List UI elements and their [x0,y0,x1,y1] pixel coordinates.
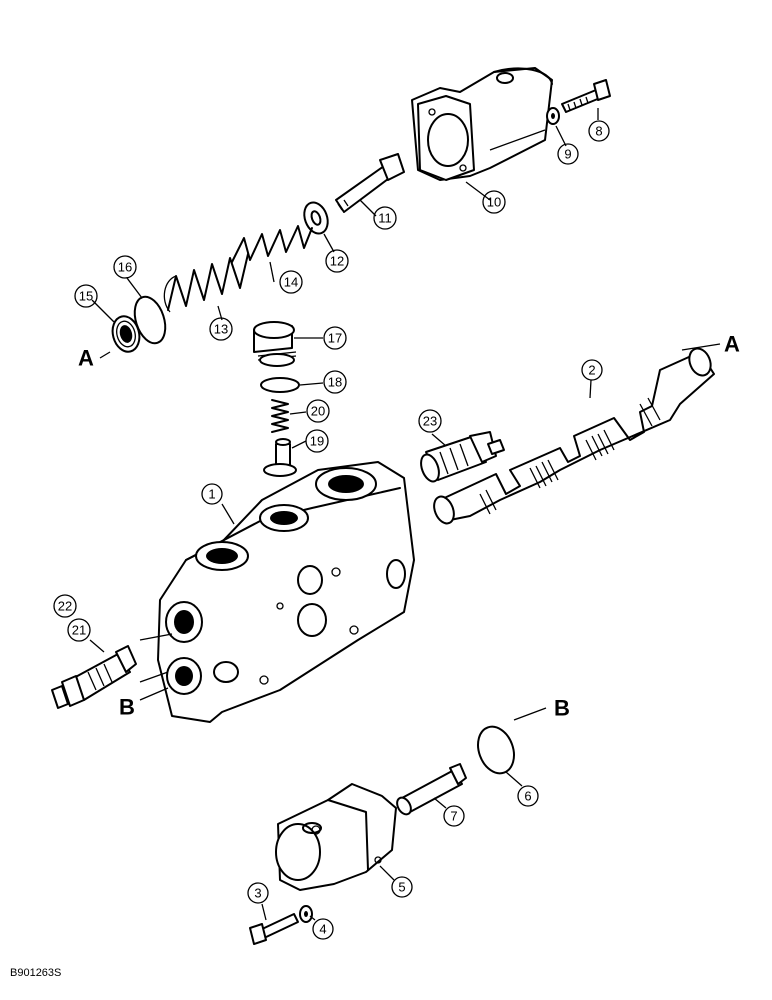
callout-label: 3 [254,886,261,901]
reference-b-right: B [554,696,570,721]
leader-lines [89,108,721,921]
callout-label: 4 [319,922,326,937]
callout-11: 11 [373,206,397,230]
figure-id: B901263S [10,967,61,979]
callout-label: 18 [328,375,342,390]
callout-label: 19 [310,434,324,449]
callout-20: 20 [306,399,330,423]
callout-label: 23 [423,414,437,429]
part-19-poppet [263,438,297,477]
reference-a-left: A [78,346,94,371]
callout-label: 22 [58,599,72,614]
part-13-spring-outer [163,253,249,313]
callout-label: 15 [79,289,93,304]
callout-label: 11 [378,211,392,226]
callout-label: 5 [398,880,405,895]
callout-label: 10 [487,195,501,210]
callout-label: 6 [524,789,531,804]
part-5-end-cap [275,783,397,891]
callout-2: 2 [581,359,603,381]
callout-21: 21 [67,618,91,642]
callout-label: 9 [564,147,571,162]
callout-8: 8 [588,120,610,142]
callout-label: 20 [311,404,325,419]
part-6-o-ring [477,725,515,775]
callout-label: 13 [214,322,228,337]
callout-4: 4 [312,918,334,940]
callout-13: 13 [209,317,233,341]
part-4-washer [299,905,313,923]
callout-12: 12 [325,249,349,273]
part-8-cap-screw [561,79,611,113]
callout-10: 10 [482,190,506,214]
callout-label: 21 [72,623,86,638]
callout-22: 22 [53,594,77,618]
callout-label: 14 [284,275,298,290]
callout-label: 12 [330,254,344,269]
callout-label: 2 [588,363,595,378]
callout-23: 23 [418,409,442,433]
callout-label: 16 [118,260,132,275]
part-23-relief-cartridge [420,431,505,483]
part-10-end-cap [411,67,553,181]
callout-7: 7 [443,805,465,827]
callout-label: 8 [595,124,602,139]
callout-18: 18 [323,370,347,394]
part-12-washer [303,201,329,235]
callout-6: 6 [517,785,539,807]
part-18-o-ring [260,377,300,393]
part-14-spring-inner [231,225,313,263]
part-21-22-relief-valve [51,645,137,709]
callout-label: 1 [208,487,215,502]
callout-label: 7 [450,809,457,824]
callout-9: 9 [557,143,579,165]
part-3-cap-screw [249,913,299,945]
callout-1: 1 [201,483,223,505]
reference-b-left: B [119,695,135,720]
callout-label: 17 [328,331,342,346]
callout-15: 15 [74,284,98,308]
part-11-stud [335,153,405,213]
part-20-spring [271,399,289,433]
callout-16: 16 [113,255,137,279]
part-2-spool [433,347,715,525]
part-17-plug [253,321,297,367]
reference-a-right: A [724,332,740,357]
part-9-washer [546,107,560,125]
callout-17: 17 [323,326,347,350]
callout-5: 5 [391,876,413,898]
callout-3: 3 [247,882,269,904]
callout-14: 14 [279,270,303,294]
part-15-seal-ring [111,315,141,353]
callout-19: 19 [305,429,329,453]
part-1-valve-body [157,461,415,723]
part-7-pin [396,763,467,816]
